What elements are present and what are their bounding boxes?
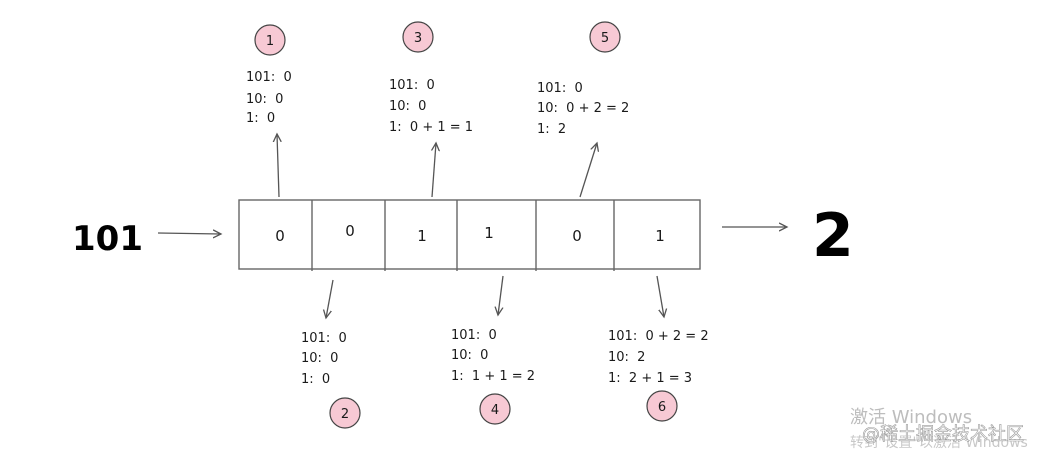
array-outline	[238, 199, 701, 270]
watermark-line-1: 激活 Windows	[850, 407, 972, 428]
step-1-notes: 101: 0 10: 0 1: 0	[246, 70, 292, 126]
step-marker-label: 6	[658, 400, 666, 415]
step-marker-label: 1	[266, 34, 274, 49]
brand-watermark: @稀土掘金技术社区	[862, 424, 1024, 445]
note-line: 101: 0	[301, 331, 347, 346]
array: 0 0 1 1 0 1	[238, 199, 701, 271]
cell-value: 0	[345, 222, 355, 240]
note-line: 101: 0 + 2 = 2	[608, 329, 709, 344]
step-marker-1: 1	[254, 24, 286, 56]
step-marker-4: 4	[479, 393, 511, 425]
step-6-notes: 101: 0 + 2 = 2 10: 2 1: 2 + 1 = 3	[608, 329, 709, 386]
note-line: 101: 0	[451, 328, 497, 343]
note-line: 10: 0	[246, 92, 283, 107]
note-line: 101: 0	[246, 70, 292, 85]
step-marker-3: 3	[402, 21, 434, 53]
note-line: 10: 0	[451, 348, 488, 363]
note-line: 101: 0	[389, 78, 435, 93]
step-1-arrow	[277, 134, 279, 198]
input-arrow	[157, 233, 221, 234]
step-2-notes: 101: 0 10: 0 1: 0	[301, 331, 347, 387]
step-2-arrow	[326, 279, 334, 318]
note-line: 101: 0	[537, 81, 583, 96]
step-3-notes: 101: 0 10: 0 1: 0 + 1 = 1	[389, 78, 473, 135]
output-label: 2	[812, 201, 854, 271]
step-5-arrow	[579, 143, 597, 198]
note-line: 10: 0	[301, 351, 338, 366]
cell-value: 0	[275, 227, 285, 245]
cell-value: 0	[572, 227, 582, 245]
step-marker-6: 6	[646, 390, 678, 422]
step-marker-5: 5	[589, 21, 621, 53]
note-line: 10: 2	[608, 350, 645, 365]
note-line: 1: 0	[301, 372, 330, 387]
cell-value: 1	[655, 227, 665, 245]
step-4-arrow	[498, 275, 504, 315]
note-line: 1: 0 + 1 = 1	[389, 120, 473, 135]
note-line: 1: 0	[246, 111, 275, 126]
note-line: 10: 0	[389, 99, 426, 114]
step-marker-label: 3	[414, 31, 422, 46]
note-line: 1: 2	[537, 122, 566, 137]
cell-value: 1	[484, 224, 494, 242]
step-marker-label: 4	[491, 403, 499, 418]
step-6-arrow	[656, 275, 664, 317]
step-marker-2: 2	[329, 397, 361, 429]
watermark-line-2: 转到"设置"以激活 Windows	[850, 434, 1028, 451]
step-3-arrow	[432, 143, 436, 198]
note-line: 10: 0 + 2 = 2	[537, 101, 629, 116]
step-marker-label: 5	[601, 31, 609, 46]
input-label: 101	[72, 219, 143, 259]
step-5-notes: 101: 0 10: 0 + 2 = 2 1: 2	[537, 81, 629, 137]
step-marker-label: 2	[341, 407, 349, 422]
note-line: 1: 1 + 1 = 2	[451, 369, 535, 384]
windows-activation-watermark: 激活 Windows 转到"设置"以激活 Windows @稀土掘金技术社区	[850, 407, 1028, 451]
cell-value: 1	[417, 227, 427, 245]
note-line: 1: 2 + 1 = 3	[608, 371, 692, 386]
step-4-notes: 101: 0 10: 0 1: 1 + 1 = 2	[451, 328, 535, 384]
